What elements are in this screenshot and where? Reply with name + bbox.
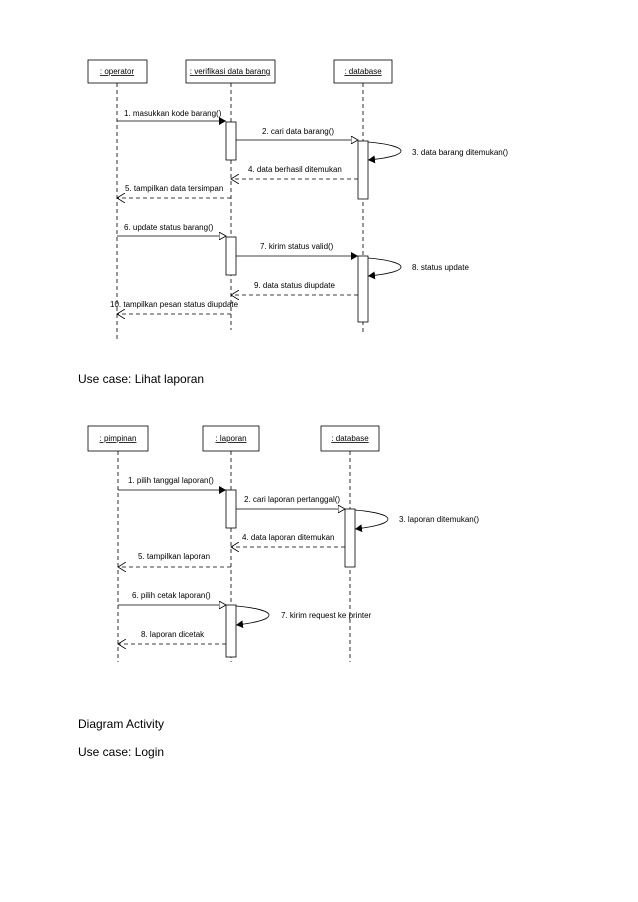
object-label-verifikasi: : verifikasi data barang	[190, 67, 271, 76]
message-label-4: 4. data laporan ditemukan	[242, 533, 335, 542]
object-label-laporan: : laporan	[215, 434, 246, 443]
message-label-1: 1. masukkan kode barang()	[124, 109, 222, 118]
activation-bar	[344, 508, 356, 568]
object-box-laporan	[202, 425, 260, 452]
message-label-3: 3. laporan ditemukan()	[399, 515, 479, 524]
sequence-diagram-2	[87, 425, 389, 662]
sequence-diagram-2-labels: : pimpinan : laporan : database 1. pilih…	[100, 434, 480, 639]
message-label-6: 6. pilih cetak laporan()	[132, 591, 211, 600]
message-label-5: 5. tampilkan laporan	[138, 552, 210, 561]
object-label-database: : database	[344, 67, 382, 76]
message-arrow-3	[367, 141, 402, 164]
sequence-diagram-1	[87, 59, 402, 340]
message-arrow-3	[354, 509, 389, 533]
message-label-1: 1. pilih tanggal laporan()	[128, 476, 214, 485]
object-label-operator: : operator	[100, 67, 135, 76]
message-label-8: 8. laporan dicetak	[141, 630, 205, 639]
object-box-operator	[87, 59, 148, 84]
activation-bar	[357, 140, 369, 200]
message-label-9: 9. data status diupdate	[254, 281, 336, 290]
message-label-7: 7. kirim status valid()	[260, 242, 334, 251]
message-arrow-7	[235, 605, 270, 629]
heading-use-case-login: Use case: Login	[78, 745, 165, 759]
activation-bar	[225, 489, 237, 529]
activation-bar	[225, 236, 237, 276]
heading-diagram-activity: Diagram Activity	[78, 717, 165, 731]
object-label-pimpinan: : pimpinan	[100, 434, 137, 443]
message-label-5: 5. tampilkan data tersimpan	[125, 184, 223, 193]
activation-bar	[225, 604, 237, 658]
message-label-10: 10. tampilkan pesan status diupdate	[110, 300, 239, 309]
object-label-database: : database	[331, 434, 369, 443]
object-box-verifikasi	[185, 59, 276, 84]
activation-bar	[225, 121, 237, 161]
message-label-6: 6. update status barang()	[124, 223, 214, 232]
message-label-4: 4. data berhasil ditemukan	[248, 165, 342, 174]
message-arrow-8	[367, 257, 402, 280]
message-label-7: 7. kirim request ke printer	[281, 611, 372, 620]
message-label-8: 8. status update	[412, 263, 469, 272]
message-label-2: 2. cari data barang()	[262, 127, 334, 136]
heading-use-case-lihat-laporan: Use case: Lihat laporan	[78, 372, 205, 386]
sequence-diagram-1-labels: : operator : verifikasi data barang : da…	[100, 67, 509, 309]
activation-bar	[357, 255, 369, 323]
message-label-2: 2. cari laporan pertanggal()	[244, 495, 340, 504]
message-label-3: 3. data barang ditemukan()	[412, 148, 508, 157]
